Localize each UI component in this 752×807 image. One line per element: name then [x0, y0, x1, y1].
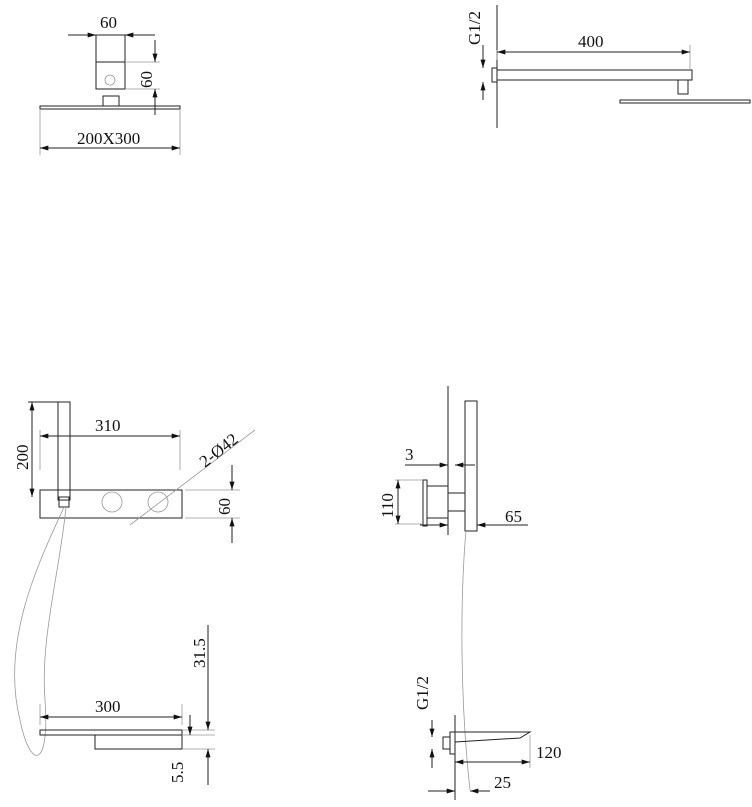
dim-holes: 2-Ø42 — [196, 429, 242, 471]
dim-handheld-height: 200 — [13, 445, 32, 471]
dim-size: 200X300 — [77, 129, 140, 148]
dim-spout-width: 300 — [95, 697, 121, 716]
spout-front-view: 300 31.5 5.5 — [39, 625, 215, 785]
dim-thread: G1/2 — [465, 11, 484, 45]
dim-spout-height: 31.5 — [190, 638, 209, 668]
dim-depth: 65 — [505, 507, 522, 526]
dim-spout-length: 120 — [536, 743, 562, 762]
handheld-side-view: 3 110 65 — [378, 386, 528, 791]
dim-plate-height: 60 — [215, 498, 234, 515]
dim-box-height: 110 — [378, 493, 397, 518]
dim-plate-width: 310 — [95, 416, 121, 435]
dim-height: 60 — [137, 71, 156, 88]
dim-width: 60 — [100, 13, 117, 32]
dim-arm-length: 400 — [578, 32, 604, 51]
dim-spout-lip: 5.5 — [168, 762, 187, 783]
dim-spout-offset: 25 — [494, 773, 511, 792]
overhead-shower-front-view: 60 60 200X300 — [39, 13, 181, 155]
dim-gap: 3 — [405, 445, 414, 464]
overhead-shower-side-view: 400 G1/2 — [465, 5, 751, 128]
dim-spout-thread: G1/2 — [413, 676, 432, 710]
handheld-front-view: 200 310 2-Ø42 60 — [13, 401, 256, 756]
spout-side-view: G1/2 120 25 — [413, 676, 562, 800]
